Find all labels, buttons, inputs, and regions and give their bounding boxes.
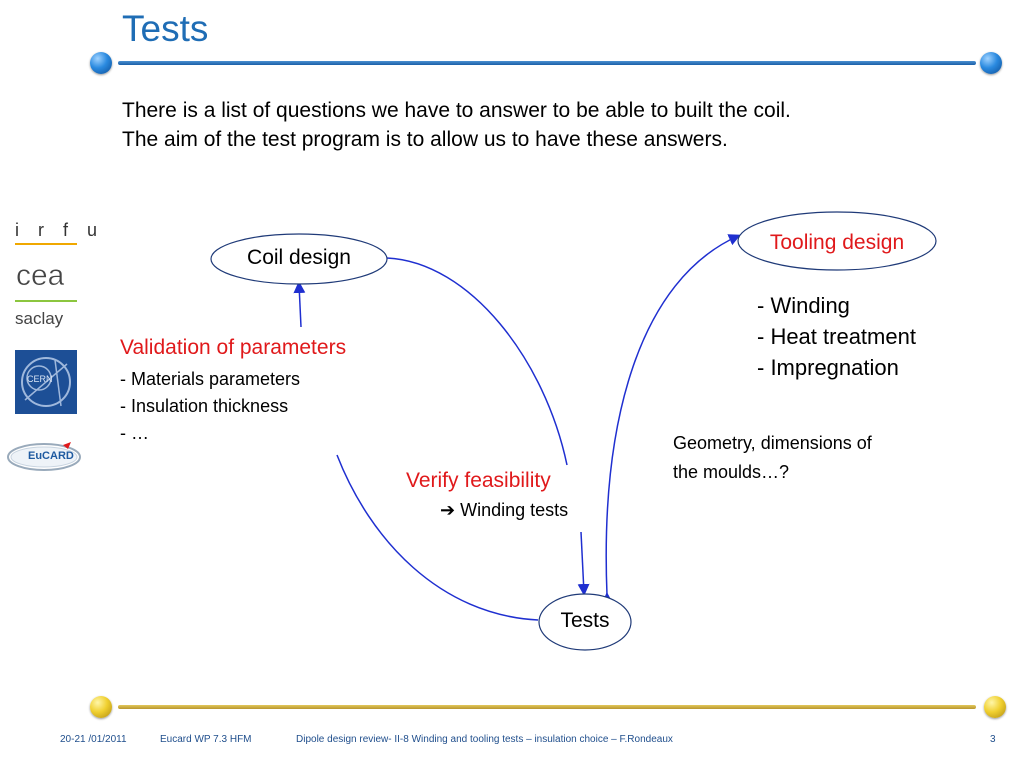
decor-dot-top-right: [980, 52, 1002, 74]
validation-list: - Materials parameters - Insulation thic…: [120, 366, 300, 447]
arrow-validation-to-coil: [293, 281, 306, 328]
tooling-design-node: [737, 211, 937, 271]
header-divider: [118, 61, 976, 65]
tooling-item: - Winding: [757, 293, 850, 318]
tooling-design-label: Tooling design: [769, 231, 905, 254]
intro-line-1: There is a list of questions we have to …: [122, 99, 791, 122]
curve-validation-to-tests: [336, 454, 539, 621]
geometry-note-line: the moulds…?: [673, 462, 790, 482]
validation-item: - Materials parameters: [120, 369, 301, 389]
footer-date: 20-21 /01/2011: [60, 734, 127, 745]
decor-dot-bottom-right: [984, 696, 1006, 718]
decor-dot-bottom-left: [90, 696, 112, 718]
cea-logo: cea: [16, 259, 65, 293]
saclay-overline: [15, 300, 77, 302]
tests-node: [538, 593, 632, 651]
geometry-note-line: Geometry, dimensions of: [673, 433, 872, 453]
tooling-item: - Impregnation: [757, 355, 899, 380]
validation-heading: Validation of parameters: [120, 336, 347, 359]
decor-dot-top-left: [90, 52, 112, 74]
validation-item: - …: [120, 423, 149, 443]
validation-item: - Insulation thickness: [120, 396, 289, 416]
slide-title: Tests: [122, 8, 209, 49]
curve-coil-to-verify: [386, 257, 568, 466]
tooling-item: - Heat treatment: [757, 324, 916, 349]
tests-label: Tests: [560, 609, 610, 632]
verify-heading: Verify feasibility: [406, 469, 551, 492]
coil-design-label: Coil design: [247, 246, 351, 269]
footer-event: Eucard WP 7.3 HFM: [160, 734, 252, 745]
saclay-logo: saclay: [15, 309, 64, 328]
footer-description: Dipole design review- II-8 Winding and t…: [296, 734, 673, 745]
cern-logo-text: CERN: [27, 374, 53, 384]
cea-logo-text: cea: [16, 259, 65, 292]
tooling-list: - Winding - Heat treatment - Impregnatio…: [757, 290, 916, 383]
geometry-note: Geometry, dimensions of the moulds…?: [673, 429, 872, 487]
irfu-logo: i r f u: [15, 220, 105, 240]
footer-divider: [118, 705, 976, 709]
intro-text: There is a list of questions we have to …: [122, 96, 992, 154]
coil-design-node: [210, 233, 388, 285]
eucard-logo: [7, 442, 81, 471]
verify-sub-label: Winding tests: [460, 500, 569, 520]
intro-line-2: The aim of the test program is to allow …: [122, 128, 728, 151]
cern-logo: CERN: [15, 350, 77, 414]
arrow-verify-to-tests: [577, 531, 590, 596]
arrow-tests-to-tooling: [601, 234, 741, 605]
irfu-underline: [15, 243, 77, 245]
right-arrow-icon: ➔: [440, 500, 456, 520]
verify-sub: ➔ Winding tests: [440, 500, 568, 521]
footer-page-number: 3: [990, 734, 996, 745]
eucard-logo-text: EuCARD: [28, 450, 74, 462]
